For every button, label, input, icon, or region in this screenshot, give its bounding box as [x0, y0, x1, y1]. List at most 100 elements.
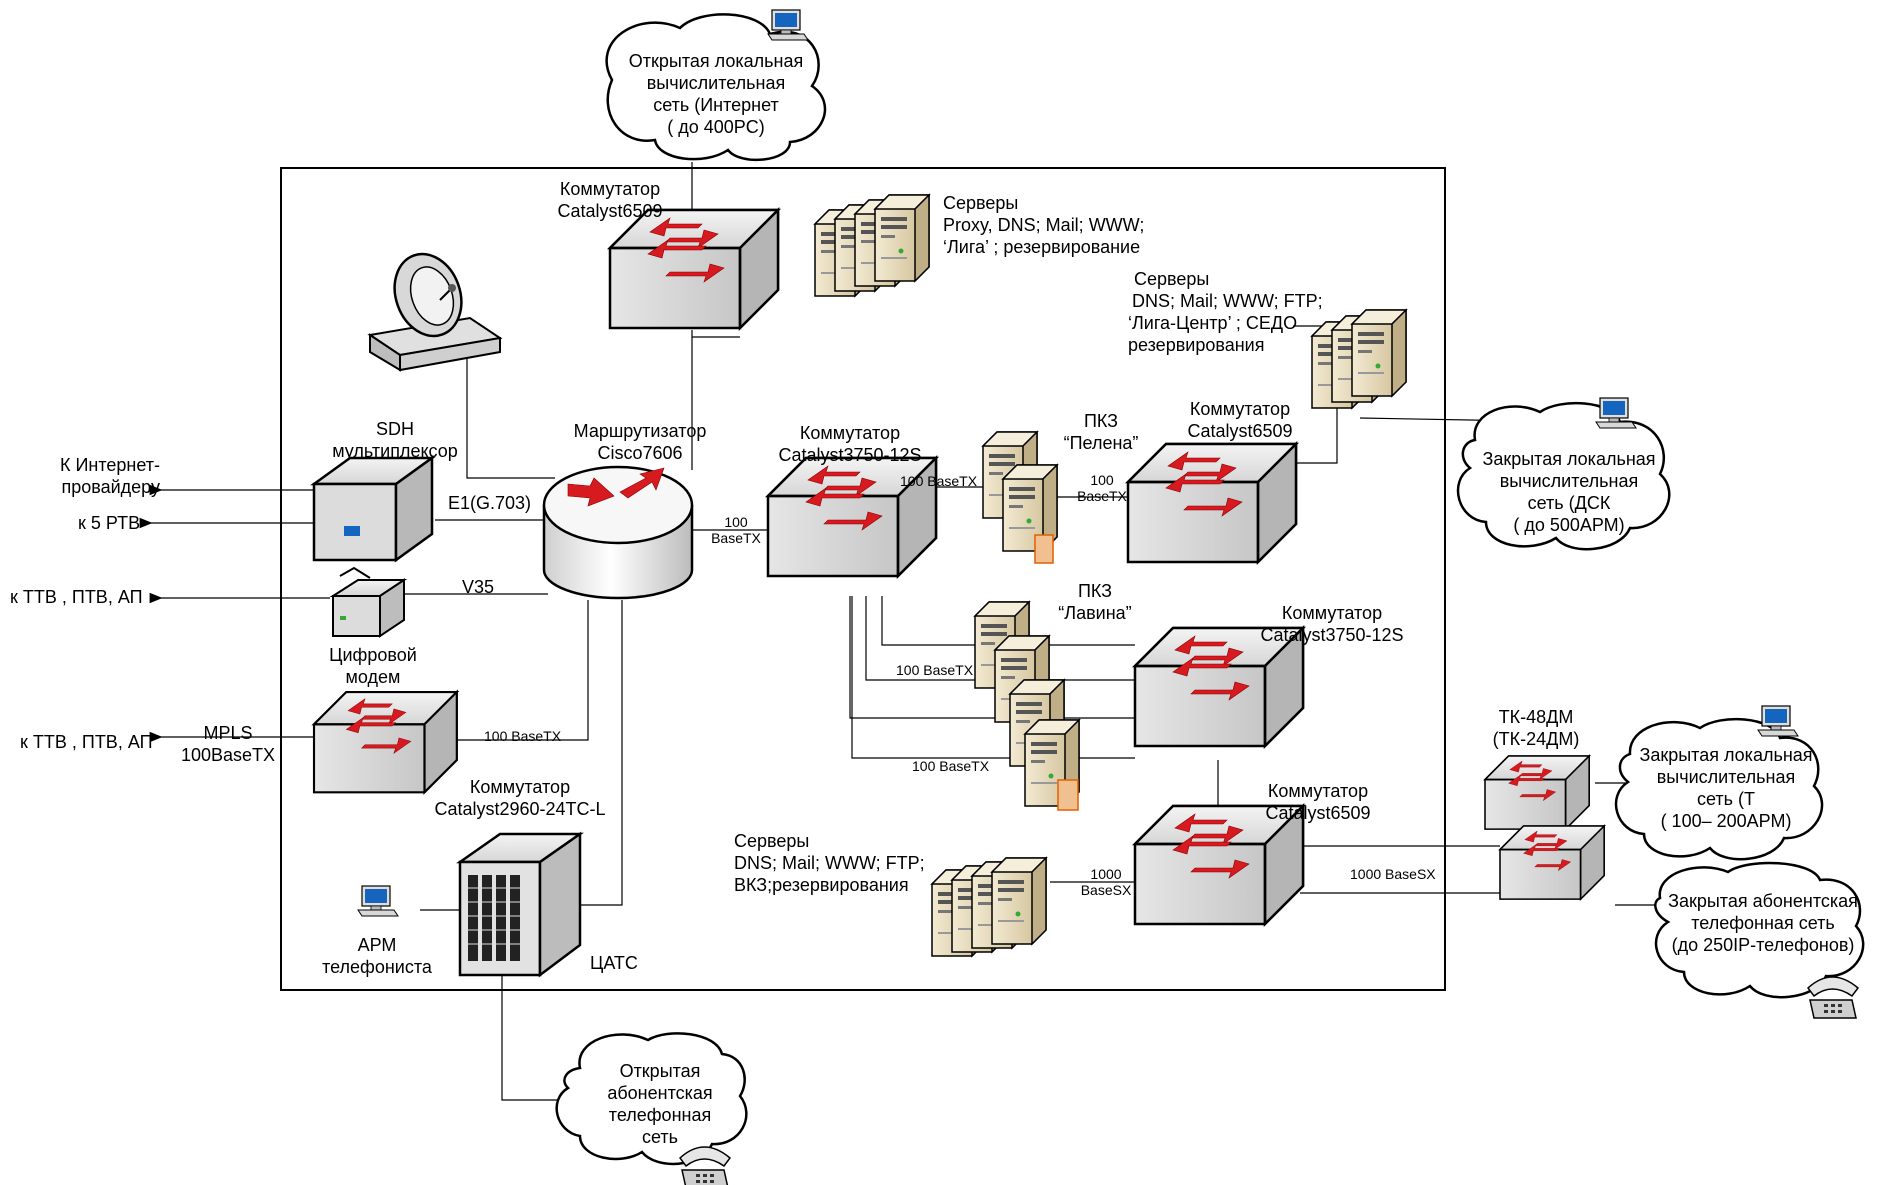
tk-switch-icon — [1484, 755, 1605, 900]
switch-3750-a-label-line1: Коммутатор — [799, 423, 901, 443]
external-arrows — [139, 484, 330, 743]
cloud-closed-lan-dsk — [1456, 401, 1671, 551]
switch-3750-a-label: Коммутатор Catalyst3750-12S — [770, 422, 930, 466]
switch-6509-right-label-line1: Коммутатор — [1189, 399, 1291, 419]
switch-2960-label: Коммутатор Catalyst2960-24TC-L — [420, 776, 620, 820]
modem-label-line1: Цифровой — [329, 645, 417, 665]
cloud-closed-phone-line2: телефонная сеть — [1691, 913, 1835, 933]
router-label-line1: Маршрутизатор — [573, 421, 707, 441]
switch-top-label-line1: Коммутатор — [559, 179, 661, 199]
servers-right-label: Серверы DNS; Mail; WWW; FTP; ‘Лига-Центр… — [1128, 268, 1323, 356]
servers-bottom-label-line1: Серверы — [734, 831, 810, 851]
arm-label-line1: АРМ — [357, 935, 397, 955]
cloud-closed-lan-dsk-line2: вычислительная — [1499, 471, 1639, 491]
main-frame — [280, 167, 1446, 991]
lavina-link-label-1: 100 BaseTX — [896, 662, 974, 678]
servers-sw-link-label-line2: BaseSX — [1080, 882, 1132, 898]
pc-icon-closed-lan-dsk — [1595, 397, 1637, 429]
servers-right-label-line2: DNS; Mail; WWW; FTP; — [1132, 291, 1323, 311]
sw2960-link-label: 100 BaseTX — [484, 728, 562, 744]
switch-6509-right-label: Коммутатор Catalyst6509 — [1170, 398, 1310, 442]
router-sw-link-label: 100 BaseTX — [706, 514, 766, 546]
cloud-open-lan-line4: ( до 400PC) — [667, 117, 765, 137]
switch-3750-b-label-line1: Коммутатор — [1281, 603, 1383, 623]
lavina-link-label-2: 100 BaseTX — [912, 758, 990, 774]
cloud-closed-phone — [1654, 861, 1865, 999]
cloud-closed-lan-t — [1614, 717, 1824, 861]
cloud-open-lan-text: Открытая локальная вычислительная сеть (… — [614, 50, 818, 138]
internet-provider-label-line2: провайдеру — [61, 477, 160, 497]
pelena-sw-link-label-line2: BaseTX — [1077, 488, 1127, 504]
cloud-open-phone — [555, 1032, 748, 1166]
cloud-closed-lan-t-line4: ( 100– 200АРМ) — [1660, 811, 1792, 831]
sdh-label-line1: SDH — [375, 419, 414, 439]
switch-2960-label-line1: Коммутатор — [469, 777, 571, 797]
arm-label: АРМ телефониста — [312, 934, 442, 978]
cloud-open-phone-line4: сеть — [641, 1127, 679, 1147]
servers-bottom-label-line3: ВКЗ;резервирования — [734, 875, 909, 895]
servers-top-label: Серверы Proxy, DNS; Mail; WWW; ‘Лига’ ; … — [943, 192, 1144, 258]
switch-3750-b-label: Коммутатор Catalyst3750-12S — [1252, 602, 1412, 646]
cloud-closed-phone-line3: (до 250IP-телефонов) — [1671, 935, 1855, 955]
router-sw-link-label-line1: 100 — [724, 514, 748, 530]
servers-top-label-line1: Серверы — [943, 193, 1019, 213]
cloud-open-lan-line3: сеть (Интернет — [653, 95, 779, 115]
ttv-label-2: к ТТВ , ПТВ, АП — [20, 732, 153, 752]
arm-label-line2: телефониста — [322, 957, 432, 977]
servers-bottom-label: Серверы DNS; Mail; WWW; FTP; ВКЗ;резерви… — [734, 830, 925, 896]
servers-right-icon — [1311, 309, 1407, 409]
switch-top-label: Коммутатор Catalyst6509 — [540, 178, 680, 222]
switch-2960-label-line2: Catalyst2960-24TC-L — [434, 799, 606, 819]
pkz-lavina-label-line1: ПКЗ — [1077, 581, 1113, 601]
cloud-closed-lan-dsk-text: Закрытая локальная вычислительная сеть (… — [1474, 448, 1664, 536]
pc-icon-arm — [357, 885, 399, 917]
tk-label-line2: (ТК-24ДМ) — [1492, 729, 1580, 749]
router-label-line2: Cisco7606 — [597, 443, 683, 463]
cloud-closed-lan-dsk-line3: сеть (ДСК — [1527, 493, 1611, 513]
ttv-label-1: к ТТВ , ПТВ, АП — [10, 587, 143, 607]
cloud-closed-phone-line1: Закрытая абонентская — [1668, 891, 1858, 911]
servers-right-label-line3: ‘Лига-Центр’ ; СЕДО — [1128, 313, 1298, 333]
e1-link-label: E1(G.703) — [448, 493, 532, 513]
cloud-closed-lan-t-line3: сеть (Т — [1696, 789, 1756, 809]
mpls-label: MPLS 100BaseTX — [168, 722, 288, 766]
sw-tk-link-label: 1000 BaseSX — [1350, 866, 1436, 882]
cloud-open-phone-text: Открытая абонентская телефонная сеть — [580, 1060, 740, 1148]
switch-6509-bottom-label-line1: Коммутатор — [1267, 781, 1369, 801]
mpls-label-line1: MPLS — [203, 723, 253, 743]
switch-top-label-line2: Catalyst6509 — [557, 201, 663, 221]
clouds — [555, 13, 1865, 1166]
servers-bottom-label-line2: DNS; Mail; WWW; FTP; — [734, 853, 925, 873]
pc-icon-closed-lan-t — [1757, 705, 1799, 737]
switch-3750-a-label-line2: Catalyst3750-12S — [778, 445, 922, 465]
cloud-open-lan — [605, 13, 827, 162]
sdh-multiplexer-icon — [310, 455, 436, 563]
switch-catalyst6509-top-icon — [608, 208, 780, 330]
pkz-pelena-label-line1: ПКЗ — [1083, 411, 1119, 431]
servers-sw-link-label: 1000 BaseSX — [1074, 866, 1138, 898]
switch-6509-right-label-line2: Catalyst6509 — [1187, 421, 1293, 441]
pkz-pelena-label: ПКЗ “Пелена” — [1056, 410, 1146, 454]
v35-link-label: V35 — [462, 577, 495, 597]
cloud-closed-phone-text: Закрытая абонентская телефонная сеть (до… — [1658, 890, 1868, 956]
tk-label-line1: ТК-48ДМ — [1498, 707, 1574, 727]
servers-right-label-line4: резервирования — [1128, 335, 1265, 355]
tk-label: ТК-48ДМ (ТК-24ДМ) — [1486, 706, 1586, 750]
cloud-closed-lan-dsk-line4: ( до 500АРМ) — [1513, 515, 1625, 535]
servers-top-icon — [814, 194, 930, 297]
servers-right-label-line1: Серверы — [1134, 269, 1210, 289]
servers-bottom-icon — [931, 857, 1047, 957]
switch-3750-b-label-line2: Catalyst3750-12S — [1260, 625, 1404, 645]
switch-6509-bottom-label-line2: Catalyst6509 — [1265, 803, 1371, 823]
internet-provider-label-line1: К Интернет- — [59, 455, 160, 475]
cloud-open-lan-line2: вычислительная — [646, 73, 786, 93]
pelena-sw-link-label: 100 BaseTX — [1072, 472, 1132, 504]
cloud-open-phone-line3: телефонная — [608, 1105, 712, 1125]
cloud-closed-lan-t-line2: вычислительная — [1656, 767, 1796, 787]
servers-top-label-line3: ‘Лига’ ; резервирование — [943, 237, 1141, 257]
modem-label: Цифровой модем — [318, 644, 428, 688]
switch-catalyst6509-right-icon — [1126, 442, 1298, 564]
pc-icon-open-lan — [767, 9, 809, 41]
router-cisco7606-icon — [542, 465, 694, 600]
